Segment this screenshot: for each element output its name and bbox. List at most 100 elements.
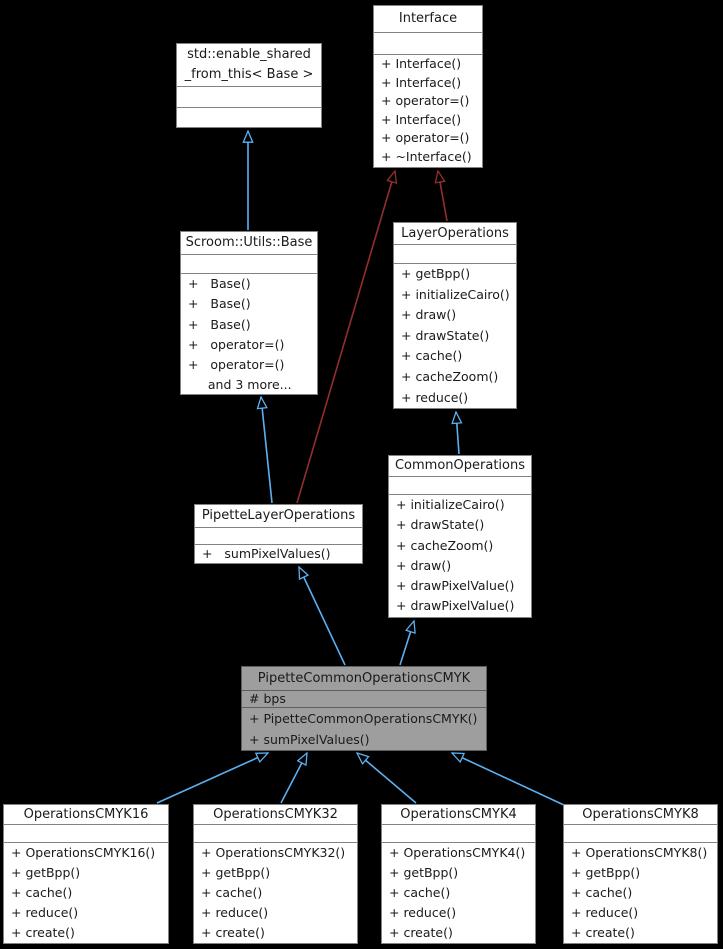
method-row: + drawState() [396,517,485,533]
method-row: and 3 more... [188,377,292,393]
class-box-layeroperations[interactable]: LayerOperations + getBpp()+ initializeCa… [393,222,517,409]
edge-cmyk4-to-pipettecommon [357,753,417,804]
class-box-pipettelayeroperations[interactable]: PipetteLayerOperations + sumPixelValues(… [194,504,363,564]
class-methods: + getBpp()+ initializeCairo()+ draw()+ d… [394,264,516,408]
method-row: + operator=() [188,357,285,373]
class-title: Scroom::Utils::Base [181,232,317,255]
method-row: + OperationsCMYK32() [201,845,346,860]
method-row: + drawPixelValue() [396,578,515,594]
method-row: + draw() [401,307,457,323]
edge-cmyk8-to-pipettecommon [452,752,567,807]
class-methods: + OperationsCMYK4() + getBpp() + cache() + … [382,843,535,943]
attribute-row: # bps [249,691,286,706]
class-title: PipetteCommonOperationsCMYK [242,667,486,691]
method-row: + OperationsCMYK4() [389,845,526,860]
class-box-operationscmyk32[interactable]: OperationsCMYK32 + OperationsCMYK32() + g… [193,804,358,944]
class-box-scroom-utils-base[interactable]: Scroom::Utils::Base + Base()+ Base()+ Ba… [180,231,318,395]
class-title: std::enable_shared _from_this< Base > [177,44,321,87]
method-row: + reduce() [401,389,469,405]
class-methods: + OperationsCMYK16()+ getBpp()+ cache()+… [4,843,168,943]
edge-pipettelayer-to-base [261,397,273,504]
method-row: + getBpp() [571,865,641,880]
method-row: + drawPixelValue() [396,598,515,614]
method-row: + operator=() [188,336,285,352]
class-attributes [194,825,357,843]
method-row: + Interface() [381,56,462,71]
method-row: + sumPixelValues() [202,546,331,561]
method-row: + drawState() [401,327,490,343]
method-row: + cacheZoom() [401,368,499,384]
class-methods: + sumPixelValues() [195,545,362,563]
method-row: + cacheZoom() [396,537,494,553]
method-row: + reduce() [571,905,639,920]
edge-pipettecommon-to-pipettelayer [298,567,346,666]
method-row: + reduce() [201,905,269,920]
method-row: + OperationsCMYK8() [571,845,708,860]
class-box-pipettecommonoperationscmyk-current[interactable]: PipetteCommonOperationsCMYK # bps + Pipe… [241,666,487,751]
class-attributes: # bps [242,691,486,708]
class-attributes [564,825,717,843]
method-row: + operator=() [381,93,470,108]
method-row: + cache() [401,348,463,364]
class-attributes [4,825,168,843]
class-box-operationscmyk4[interactable]: OperationsCMYK4 + OperationsCMYK4() + get… [381,804,536,944]
class-title: CommonOperations [389,456,531,477]
class-attributes [195,528,362,545]
method-row: + Interface() [381,74,462,90]
edge-pipettecommon-to-commonoperations [399,621,414,666]
method-row: + draw() [396,557,452,573]
class-box-commonoperations[interactable]: CommonOperations + initializeCairo() + dr… [388,455,532,618]
class-methods: + OperationsCMYK32() + getBpp() + cache() +… [194,843,357,943]
class-title: OperationsCMYK32 [194,805,357,825]
class-attributes [394,245,516,264]
class-attributes [389,477,531,495]
method-row: + cache() [389,885,451,900]
method-row: + cache() [11,885,73,900]
method-row: + cache() [571,885,633,900]
method-row: + cache() [201,885,263,900]
method-row: + ~Interface() [381,148,472,164]
method-row: + getBpp() [389,865,459,880]
edge-layeroperations-to-interface [438,171,448,222]
method-row: + initializeCairo() [401,286,510,302]
method-row: + sumPixelValues() [249,732,370,747]
method-row: + create() [389,925,453,940]
class-title: Interface [374,6,482,33]
class-title: OperationsCMYK4 [382,805,535,825]
edge-pipettelayer-to-interface [296,171,395,504]
class-title: PipetteLayerOperations [195,505,362,528]
class-attributes [177,87,321,108]
class-attributes [181,255,317,274]
class-attributes [374,33,482,55]
class-methods: + Interface() + Interface() + operator=() +… [374,55,482,166]
method-row: + Base() [188,276,251,291]
class-title: OperationsCMYK16 [4,805,168,825]
edge-commonoperations-to-layeroperations [456,412,459,455]
class-methods: + OperationsCMYK8() + getBpp() + cache() + … [564,843,717,943]
class-box-interface[interactable]: Interface + Interface() + Interface() + op… [373,5,483,168]
class-box-operationscmyk8[interactable]: OperationsCMYK8 + OperationsCMYK8() + get… [563,804,718,944]
class-methods: + initializeCairo() + drawState() + cacheZ… [389,495,531,617]
method-row: + getBpp() [11,865,81,880]
method-row: + create() [571,925,635,940]
method-row: + reduce() [11,905,79,920]
method-row: + create() [11,925,75,940]
class-attributes [382,825,535,843]
method-row: + PipetteCommonOperationsCMYK() [249,711,478,726]
method-row: + getBpp() [201,865,271,880]
method-row: + create() [201,925,265,940]
class-methods: + PipetteCommonOperationsCMYK() + sumPixe… [242,708,486,750]
edge-cmyk32-to-pipettecommon [280,753,307,804]
class-box-std-enable-shared-from-this[interactable]: std::enable_shared _from_this< Base > [176,43,322,128]
class-box-operationscmyk16[interactable]: OperationsCMYK16 + OperationsCMYK16()+ g… [3,804,169,944]
method-row: + initializeCairo() [396,497,505,512]
edge-cmyk16-to-pipettecommon [156,752,268,804]
method-row: + Base() [188,296,251,312]
class-title: OperationsCMYK8 [564,805,717,825]
method-row: + operator=() [381,130,470,145]
method-row: + reduce() [389,905,457,920]
method-row: + Base() [188,316,251,332]
class-methods: + Base() + Base() + Base() + operator=() + o… [181,274,317,396]
